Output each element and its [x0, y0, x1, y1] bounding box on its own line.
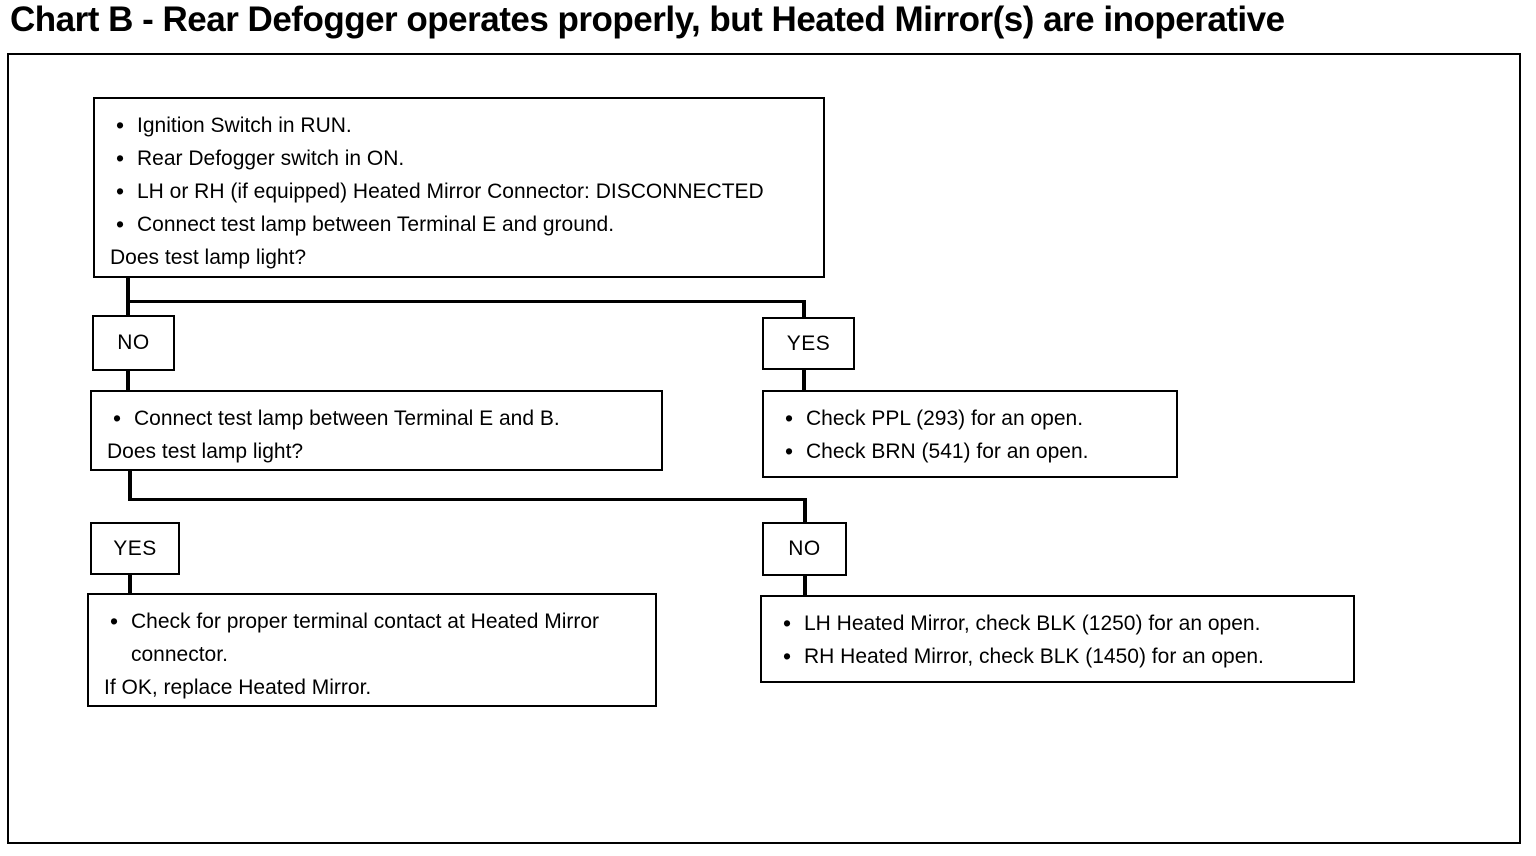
result-note: If OK, replace Heated Mirror. — [104, 676, 372, 699]
question-text: Does test lamp light? — [110, 246, 307, 269]
decision-label-yes-1: YES — [762, 317, 855, 370]
decision-label-yes-2: YES — [90, 522, 180, 575]
action-item: RH Heated Mirror, check BLK (1450) for a… — [776, 640, 1339, 673]
connector-line — [126, 370, 130, 391]
decision-label-no-1: NO — [92, 315, 175, 371]
question-text: Does test lamp light? — [107, 440, 304, 463]
condition-item: Ignition Switch in RUN. — [109, 109, 809, 142]
yes2-result-box: Check for proper terminal contact at Hea… — [87, 593, 657, 707]
action-item: Check PPL (293) for an open. — [778, 402, 1162, 435]
no-path-action-box: Connect test lamp between Terminal E and… — [90, 390, 663, 471]
connector-line — [802, 300, 806, 318]
action-item: LH Heated Mirror, check BLK (1250) for a… — [776, 607, 1339, 640]
condition-item: Connect test lamp between Terminal E and… — [109, 208, 809, 241]
condition-item: Rear Defogger switch in ON. — [109, 142, 809, 175]
connector-line — [803, 575, 807, 596]
connector-line — [128, 574, 132, 594]
connector-line — [126, 278, 130, 316]
action-item: Check for proper terminal contact at Hea… — [103, 605, 641, 671]
action-item: Check BRN (541) for an open. — [778, 435, 1162, 468]
connector-line — [128, 498, 807, 501]
root-condition-box: Ignition Switch in RUN. Rear Defogger sw… — [93, 97, 825, 278]
connector-line — [802, 369, 806, 391]
no2-result-box: LH Heated Mirror, check BLK (1250) for a… — [760, 595, 1355, 683]
yes-path-action-box: Check PPL (293) for an open. Check BRN (… — [762, 390, 1178, 478]
connector-line — [126, 300, 806, 303]
action-item: Connect test lamp between Terminal E and… — [106, 402, 647, 435]
decision-label-no-2: NO — [762, 522, 847, 576]
connector-line — [803, 498, 807, 523]
condition-item: LH or RH (if equipped) Heated Mirror Con… — [109, 175, 809, 208]
connector-line — [128, 470, 132, 501]
chart-title: Chart B - Rear Defogger operates properl… — [10, 0, 1285, 39]
